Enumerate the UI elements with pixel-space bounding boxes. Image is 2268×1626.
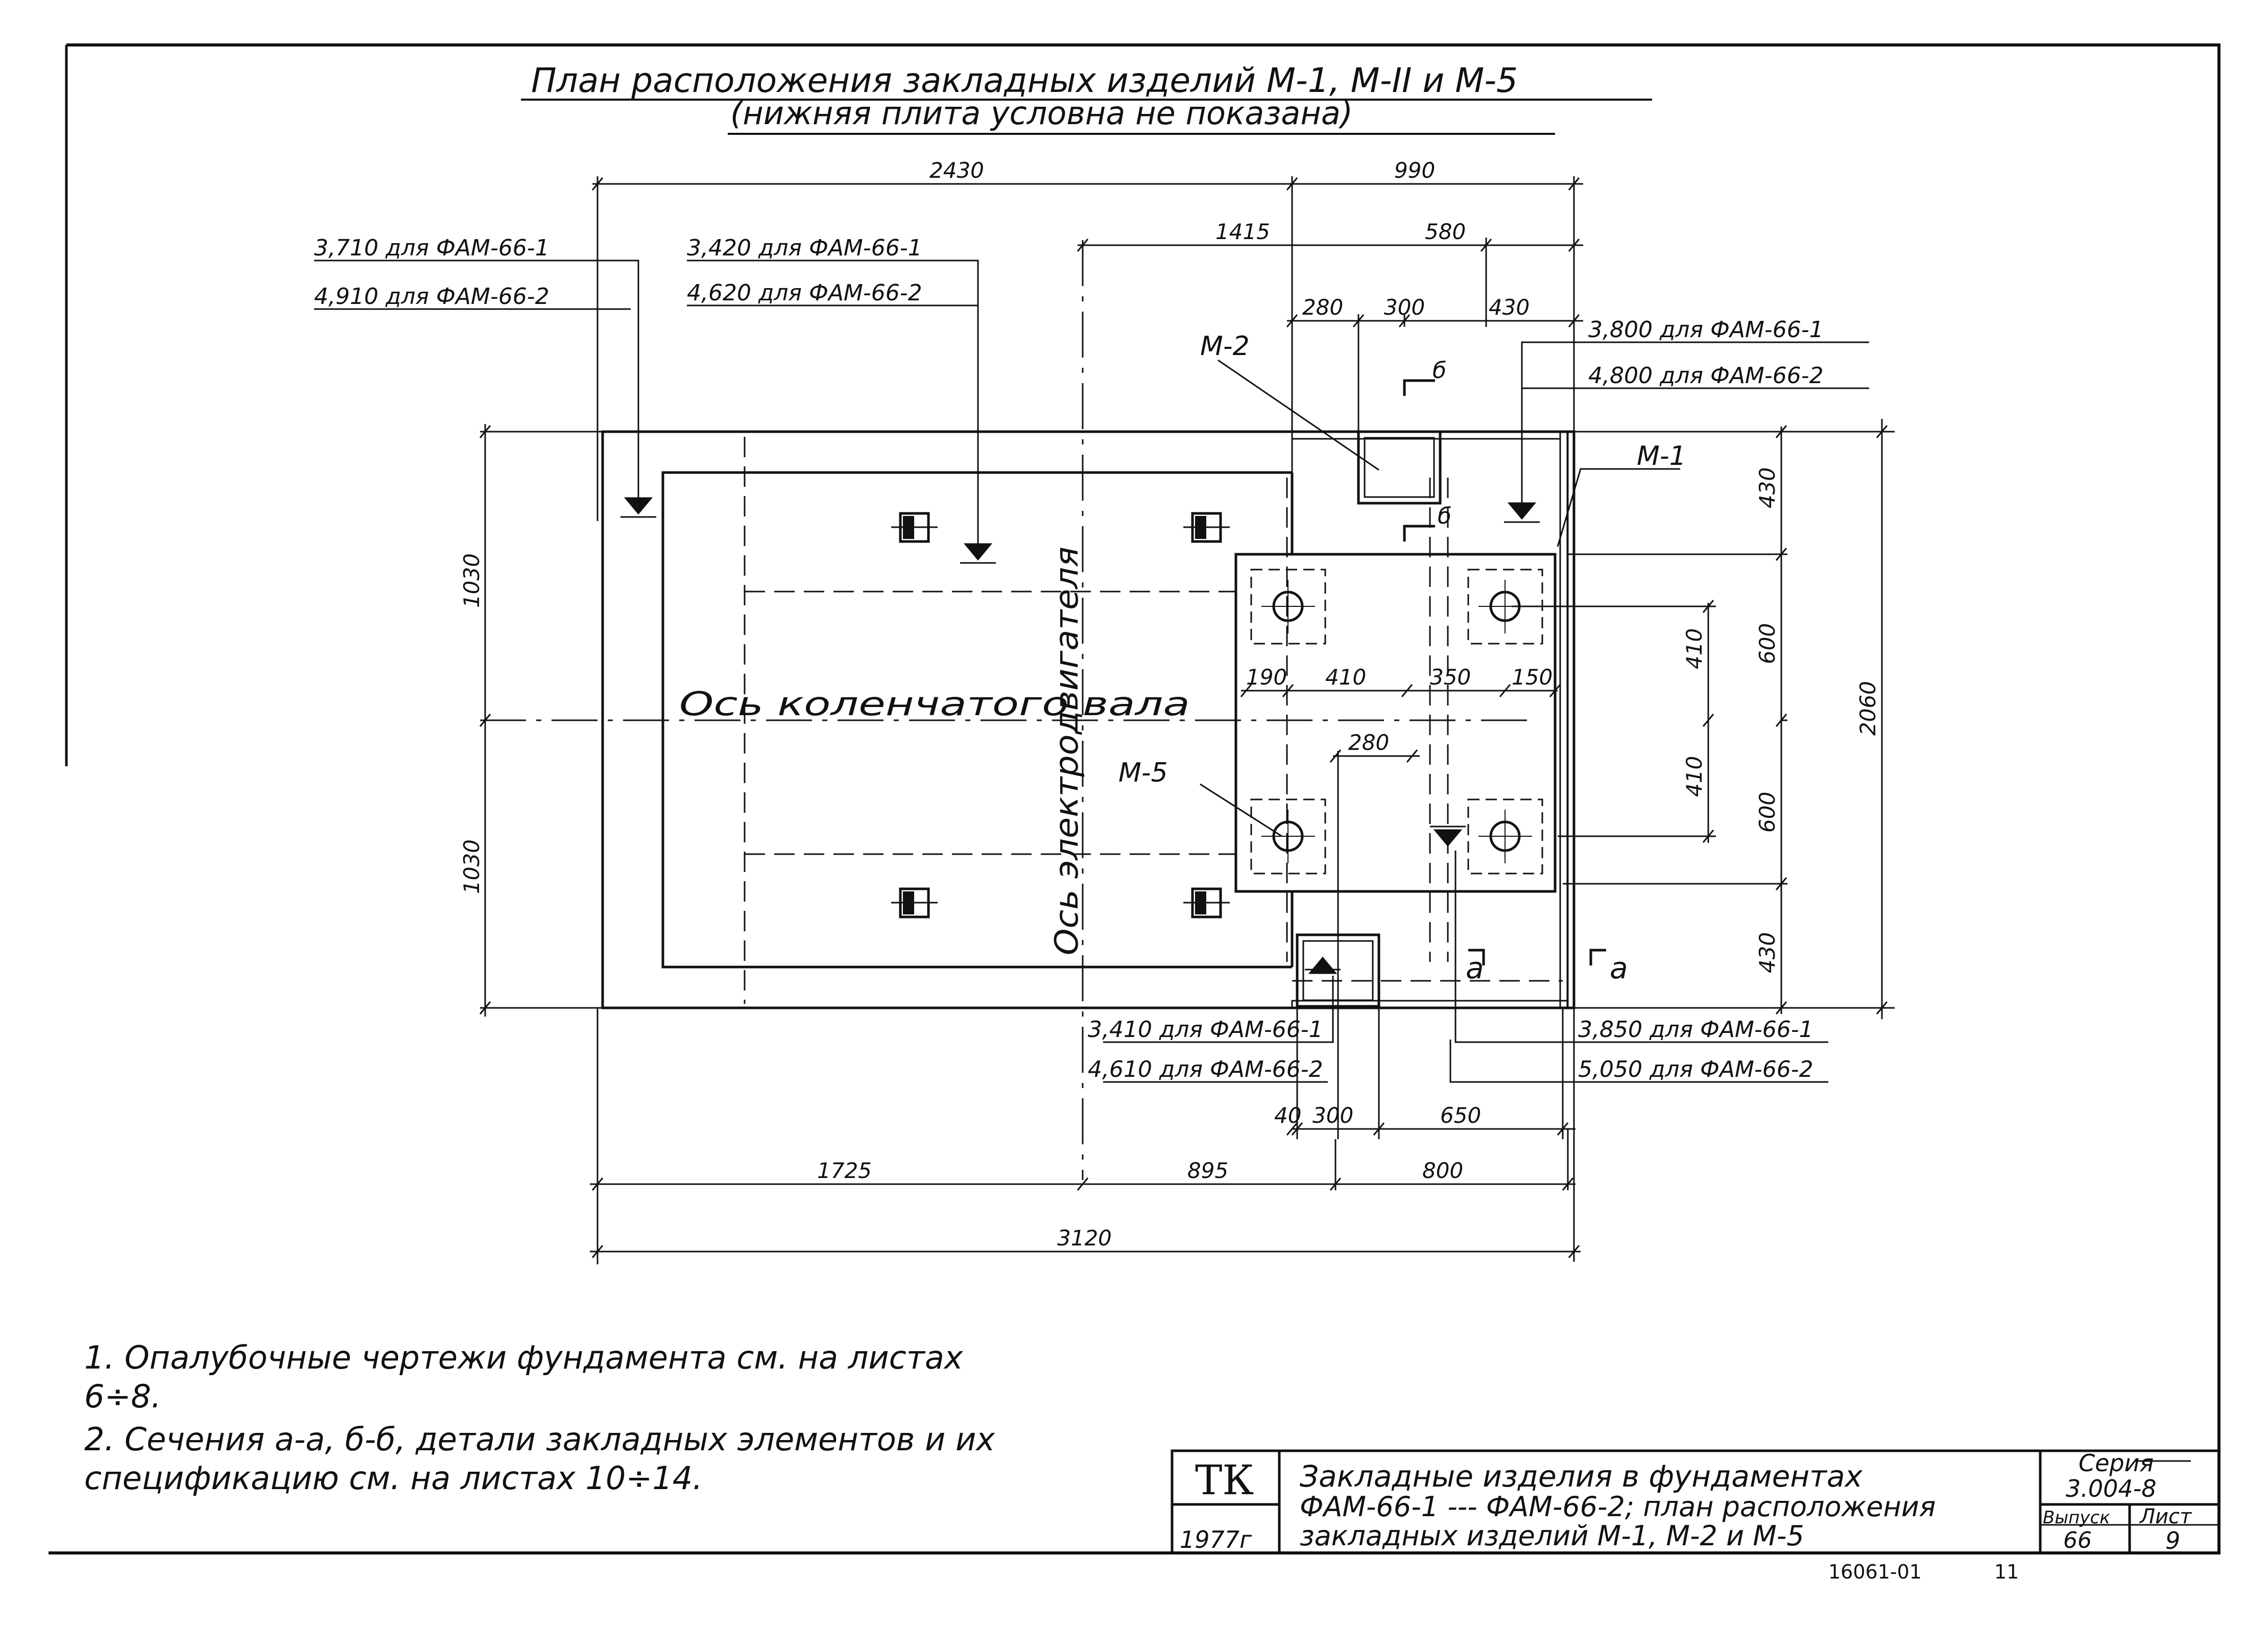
dim-300-bottom: 300 bbox=[1312, 1103, 1353, 1128]
dim-40: 40 bbox=[1274, 1103, 1301, 1128]
motor-plate bbox=[1234, 553, 1557, 893]
anchor-embed bbox=[891, 512, 938, 543]
level-2b: 4,620 для ФАМ-66-2 bbox=[687, 280, 922, 306]
slab-outline bbox=[601, 430, 1575, 1009]
level-marker bbox=[1504, 502, 1540, 523]
dim-2060: 2060 bbox=[1855, 681, 1880, 736]
dim-800: 800 bbox=[1422, 1158, 1463, 1183]
dim-430: 430 bbox=[1489, 295, 1530, 320]
dim-990: 990 bbox=[1394, 158, 1435, 183]
series-label: Серия bbox=[2079, 1449, 2154, 1477]
dim-1030-left-top: 1030 bbox=[459, 553, 484, 608]
dim-280: 280 bbox=[1302, 295, 1343, 320]
title-block bbox=[1171, 1449, 2221, 1554]
dim-350: 350 bbox=[1430, 665, 1471, 690]
level-2a: 3,420 для ФАМ-66-1 bbox=[687, 235, 922, 261]
sheet-frame bbox=[49, 43, 2221, 1554]
title-block-desc3: закладных изделий М-1, М-2 и М-5 bbox=[1300, 1520, 1804, 1552]
dim-410-right-top: 410 bbox=[1682, 628, 1707, 669]
section-a-right: а bbox=[1610, 951, 1628, 985]
axis-shaft-label: Ось коленчатого вала bbox=[679, 686, 1190, 723]
section-a-left: а bbox=[1466, 951, 1484, 985]
label-m5: М-5 bbox=[1118, 758, 1168, 788]
dim-1725: 1725 bbox=[817, 1158, 872, 1183]
dim-410: 410 bbox=[1325, 665, 1366, 690]
title-block-year: 1977г bbox=[1180, 1526, 1252, 1553]
anchor-embed bbox=[891, 887, 938, 918]
dim-410-right-bottom: 410 bbox=[1682, 756, 1707, 797]
section-b-top: б bbox=[1433, 358, 1446, 384]
level-4b: 4,610 для ФАМ-66-2 bbox=[1088, 1056, 1323, 1082]
dimension-lines bbox=[479, 176, 1895, 1264]
title-block-desc2: ФАМ-66-1 --- ФАМ-66-2; план расположения bbox=[1300, 1491, 1936, 1523]
level-4a: 3,410 для ФАМ-66-1 bbox=[1088, 1017, 1323, 1043]
sheet-value: 9 bbox=[2165, 1527, 2180, 1554]
bolt-embed bbox=[1467, 798, 1543, 875]
label-m1: М-1 bbox=[1637, 441, 1686, 472]
dim-580: 580 bbox=[1425, 219, 1466, 244]
anchor-embed bbox=[1183, 887, 1230, 918]
dim-600-right-top: 600 bbox=[1755, 623, 1780, 664]
title-block-desc1: Закладные изделия в фундаментах bbox=[1300, 1459, 1863, 1494]
dim-1030-left-bottom: 1030 bbox=[459, 839, 484, 894]
sheet-label: Лист bbox=[2139, 1505, 2192, 1528]
bolt-embed bbox=[1250, 569, 1326, 645]
section-b-mid: б bbox=[1438, 503, 1451, 529]
dim-650: 650 bbox=[1440, 1103, 1481, 1128]
level-marker bbox=[1305, 956, 1341, 974]
dim-150: 150 bbox=[1512, 665, 1553, 690]
level-leaders bbox=[314, 260, 1869, 1083]
level-1b: 4,910 для ФАМ-66-2 bbox=[314, 284, 550, 310]
stamp-code: 16061-01 bbox=[1828, 1561, 1922, 1583]
label-m2: М-2 bbox=[1200, 331, 1250, 362]
dim-895: 895 bbox=[1187, 1158, 1228, 1183]
m2-embed-top bbox=[1357, 430, 1442, 505]
issue-value: 66 bbox=[2063, 1527, 2092, 1553]
dim-190: 190 bbox=[1246, 665, 1287, 690]
stamp-number: 11 bbox=[1994, 1561, 2019, 1583]
level-marker bbox=[960, 543, 996, 564]
issue-label: Выпуск bbox=[2043, 1507, 2110, 1528]
dim-430-right-top: 430 bbox=[1755, 467, 1780, 508]
dim-3120: 3120 bbox=[1057, 1226, 1112, 1251]
anchor-embed bbox=[1183, 512, 1230, 543]
section-markers bbox=[1403, 379, 1606, 965]
note-2: 2. Сечения а-а, б-б, детали закладных эл… bbox=[84, 1421, 995, 1497]
tk-logo: ТК bbox=[1195, 1456, 1254, 1504]
title-line2: (нижняя плита условна не показана) bbox=[730, 95, 1353, 132]
axis-motor-label: Ось электродвигателя bbox=[1048, 547, 1085, 955]
dim-430-right-bottom: 430 bbox=[1755, 932, 1780, 973]
level-marker bbox=[620, 497, 656, 518]
series-value: 3.004-8 bbox=[2066, 1475, 2157, 1502]
level-marker bbox=[1430, 826, 1466, 847]
level-5b: 5,050 для ФАМ-66-2 bbox=[1578, 1056, 1813, 1082]
dim-2430: 2430 bbox=[929, 158, 984, 183]
level-3a: 3,800 для ФАМ-66-1 bbox=[1588, 317, 1824, 343]
title-line1: План расположения закладных изделий М-1,… bbox=[531, 61, 1518, 100]
dim-280-inner: 280 bbox=[1348, 730, 1389, 755]
bolt-embed bbox=[1250, 798, 1326, 875]
level-5a: 3,850 для ФАМ-66-1 bbox=[1578, 1017, 1813, 1043]
level-3b: 4,800 для ФАМ-66-2 bbox=[1588, 363, 1824, 389]
dim-1415: 1415 bbox=[1215, 219, 1270, 244]
note-1: 1. Опалубочные чертежи фундамента см. на… bbox=[84, 1339, 963, 1415]
dim-300: 300 bbox=[1384, 295, 1425, 320]
level-1a: 3,710 для ФАМ-66-1 bbox=[314, 235, 550, 261]
dim-600-right-bottom: 600 bbox=[1755, 792, 1780, 833]
